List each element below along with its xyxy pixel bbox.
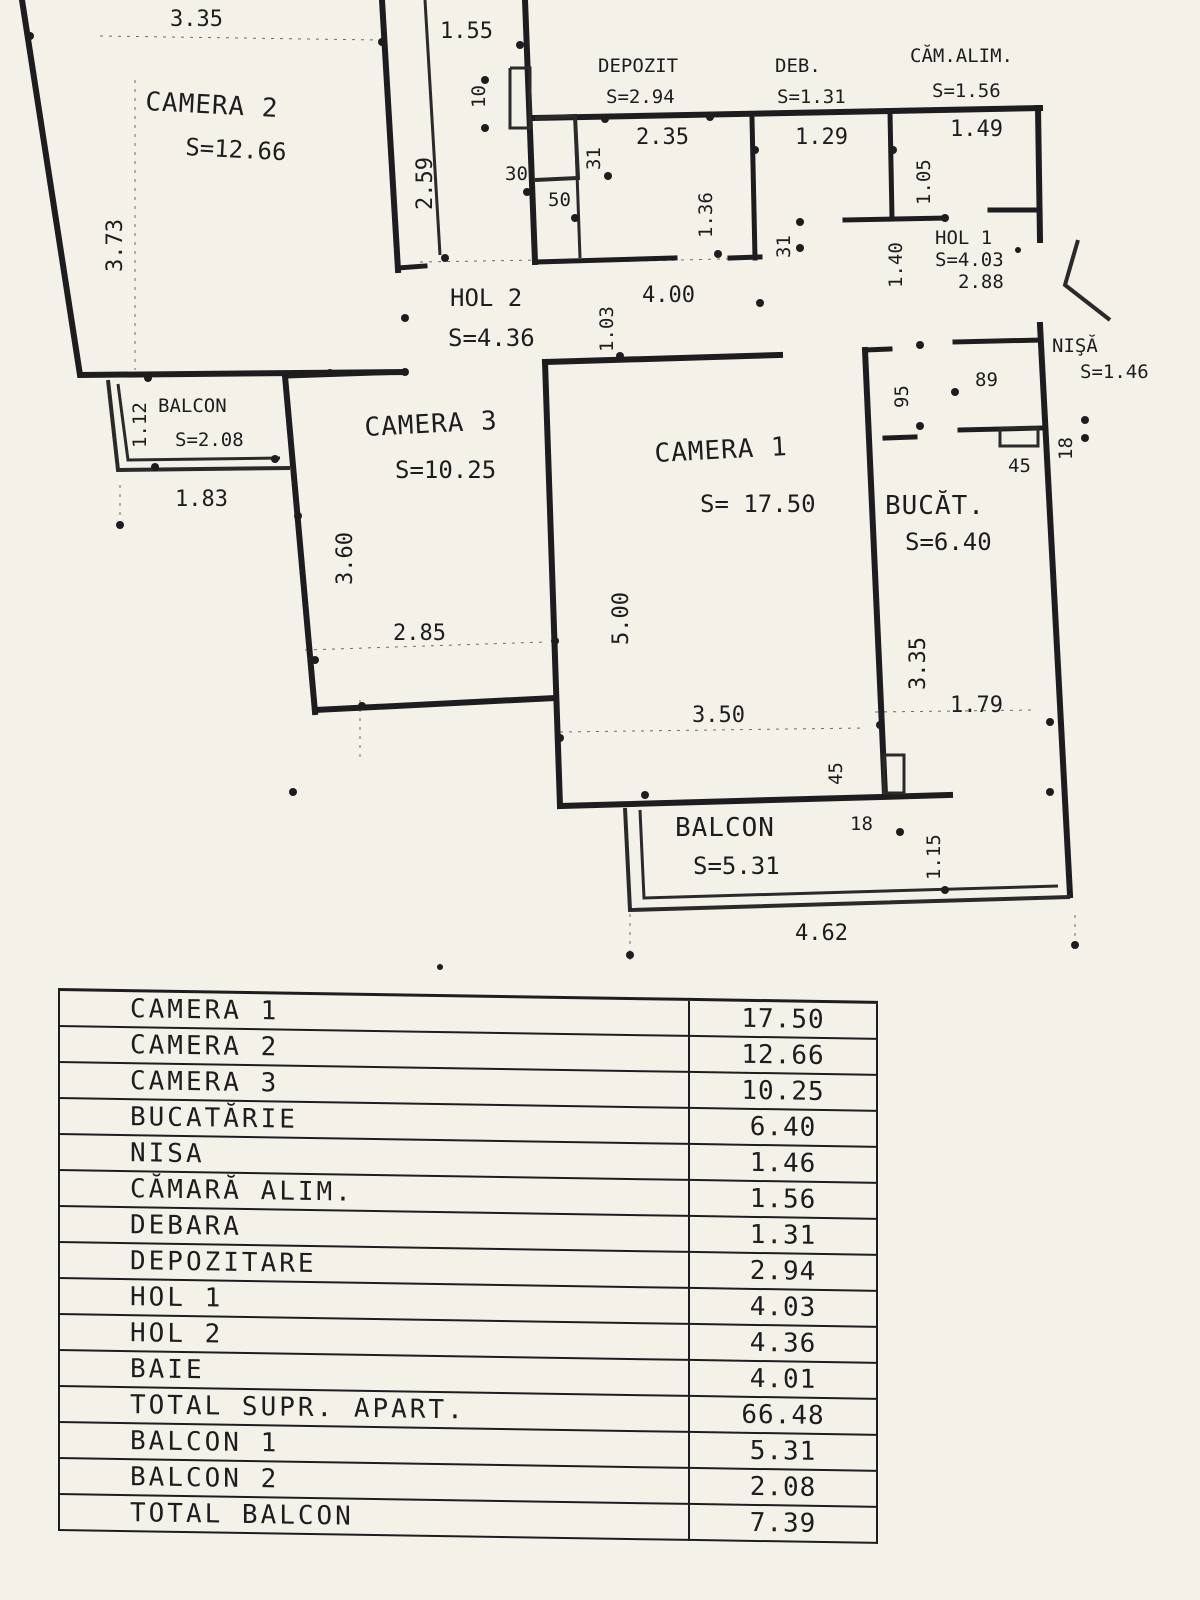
row-value: 5.31 bbox=[689, 1431, 877, 1471]
dim-1-79: 1.79 bbox=[950, 693, 1003, 718]
dim-89: 89 bbox=[975, 369, 998, 391]
room-hol2-name: HOL 2 bbox=[450, 284, 522, 312]
dim-3-50: 3.50 bbox=[692, 703, 745, 728]
junction-dots bbox=[26, 32, 1089, 970]
dimension-labels: 3.35 1.55 10 2.59 30 50 31 2.35 1.29 1.4… bbox=[103, 7, 1077, 946]
row-value: 2.94 bbox=[689, 1251, 877, 1291]
dim-1-49: 1.49 bbox=[950, 117, 1003, 142]
dim-10: 10 bbox=[468, 85, 490, 108]
room-nisa-name: NIŞĂ bbox=[1052, 334, 1098, 357]
dim-50: 50 bbox=[548, 189, 571, 211]
dim-1-29: 1.29 bbox=[795, 125, 848, 150]
dim-1-36: 1.36 bbox=[695, 192, 717, 238]
room-debara-name: DEB. bbox=[775, 55, 821, 77]
room-depozit-name: DEPOZIT bbox=[598, 55, 678, 77]
dim-3-60: 3.60 bbox=[333, 532, 358, 585]
dim-1-05: 1.05 bbox=[913, 159, 935, 205]
room-hol2-area: S=4.36 bbox=[448, 324, 535, 352]
dim-1-83: 1.83 bbox=[175, 487, 228, 512]
room-debara-area: S=1.31 bbox=[777, 86, 846, 108]
dim-2-88: 2.88 bbox=[958, 271, 1004, 293]
row-value: 1.56 bbox=[689, 1179, 877, 1219]
room-camera3-name: CAMERA 3 bbox=[364, 406, 499, 443]
row-value: 7.39 bbox=[689, 1503, 877, 1543]
dim-1-40: 1.40 bbox=[885, 242, 907, 288]
dim-2-59: 2.59 bbox=[413, 157, 438, 210]
room-camara-area: S=1.56 bbox=[932, 80, 1001, 102]
row-value: 12.66 bbox=[689, 1035, 877, 1075]
room-hol1-name: HOL 1 bbox=[935, 227, 992, 249]
dim-1-03: 1.03 bbox=[596, 306, 618, 352]
dim-1-15: 1.15 bbox=[923, 834, 945, 880]
dim-30: 30 bbox=[505, 163, 528, 185]
room-camera3-area: S=10.25 bbox=[395, 456, 496, 484]
room-balcon1-name: BALCON bbox=[675, 813, 775, 843]
dim-5-00: 5.00 bbox=[609, 592, 634, 645]
row-value: 4.03 bbox=[689, 1287, 877, 1327]
dim-3-35: 3.35 bbox=[170, 7, 223, 32]
room-bucatarie-name: BUCĂT. bbox=[885, 489, 985, 521]
dim-4-62: 4.62 bbox=[795, 921, 848, 946]
walls bbox=[18, 0, 1112, 913]
dim-45-balcony: 45 bbox=[825, 762, 847, 785]
room-depozit-area: S=2.94 bbox=[606, 86, 675, 108]
floor-plan: CAMERA 2 S=12.66 DEPOZIT S=2.94 DEB. S=1… bbox=[18, 0, 1149, 970]
room-camara-name: CĂM.ALIM. bbox=[910, 44, 1013, 67]
row-value: 2.08 bbox=[689, 1467, 877, 1507]
row-value: 17.50 bbox=[689, 999, 877, 1039]
room-bucatarie-area: S=6.40 bbox=[905, 528, 992, 556]
row-value: 66.48 bbox=[689, 1395, 877, 1435]
dim-2-35: 2.35 bbox=[636, 125, 689, 150]
dim-95: 95 bbox=[891, 385, 913, 408]
room-labels: CAMERA 2 S=12.66 DEPOZIT S=2.94 DEB. S=1… bbox=[145, 44, 1149, 880]
dim-1-55: 1.55 bbox=[440, 19, 493, 44]
dim-3-35-kitchen: 3.35 bbox=[906, 637, 931, 690]
row-value: 1.31 bbox=[689, 1215, 877, 1255]
room-camera1-area: S= 17.50 bbox=[700, 490, 816, 518]
room-camera2-name: CAMERA 2 bbox=[145, 87, 280, 124]
row-value: 4.01 bbox=[689, 1359, 877, 1399]
row-value: 10.25 bbox=[689, 1071, 877, 1111]
dim-31-shaft: 31 bbox=[583, 147, 605, 170]
dim-18-kitchen: 18 bbox=[1055, 437, 1077, 460]
row-value: 4.36 bbox=[689, 1323, 877, 1363]
row-value: 1.46 bbox=[689, 1143, 877, 1183]
room-camera1-name: CAMERA 1 bbox=[654, 432, 789, 469]
dim-3-73: 3.73 bbox=[103, 219, 128, 272]
dim-2-85: 2.85 bbox=[393, 621, 446, 646]
dim-31-debara: 31 bbox=[773, 235, 795, 258]
row-value: 6.40 bbox=[689, 1107, 877, 1147]
room-hol1-area: S=4.03 bbox=[935, 249, 1004, 271]
dim-45-kitchen: 45 bbox=[1008, 455, 1031, 477]
room-balcon2-name: BALCON bbox=[158, 395, 227, 417]
room-camera2-area: S=12.66 bbox=[185, 133, 287, 166]
room-nisa-area: S=1.46 bbox=[1080, 361, 1149, 383]
room-balcon2-area: S=2.08 bbox=[175, 429, 244, 451]
dim-18-balcony: 18 bbox=[850, 813, 873, 835]
room-balcon1-area: S=5.31 bbox=[693, 852, 780, 880]
dim-4-00: 4.00 bbox=[642, 283, 695, 308]
dim-1-12: 1.12 bbox=[129, 402, 151, 448]
